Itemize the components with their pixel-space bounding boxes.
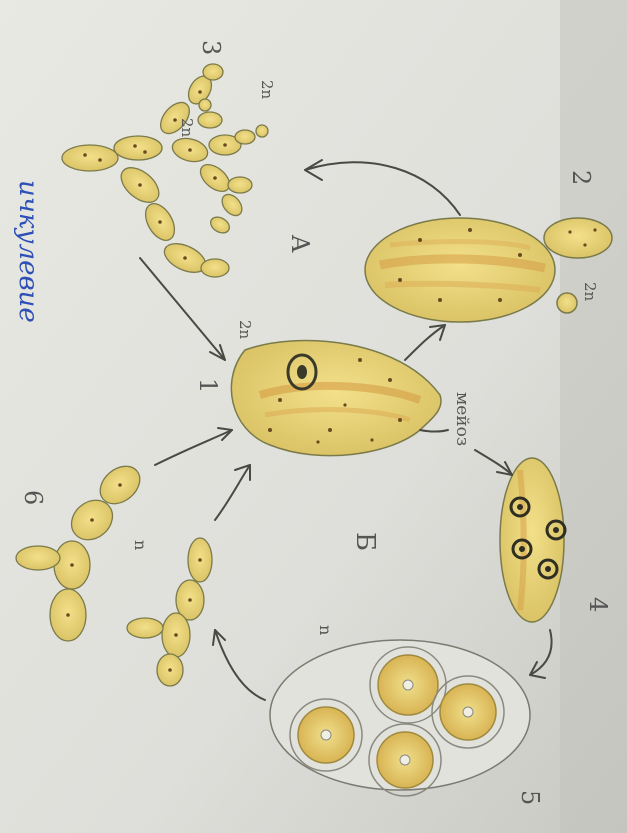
- bud-large: [544, 218, 612, 258]
- label-num-6: 6: [19, 490, 47, 505]
- label-num-2: 2: [567, 170, 595, 185]
- label-letter-a: A: [286, 234, 314, 253]
- label-2n-d: 2n: [178, 118, 196, 138]
- label-letter-b: Б: [350, 532, 380, 551]
- label-n-a: n: [131, 540, 150, 550]
- paper-shadow-edge: [560, 0, 627, 833]
- ink-handwriting: ичкулевие: [13, 180, 43, 323]
- ascus-4: [500, 458, 565, 622]
- label-num-4: 4: [584, 597, 612, 612]
- label-num-3: 3: [197, 40, 225, 55]
- label-meiosis: мейоз: [452, 392, 472, 446]
- label-2n-b: 2n: [236, 320, 254, 340]
- label-num-1: 1: [194, 378, 222, 393]
- label-num-5: 5: [516, 790, 544, 805]
- label-n-b: n: [316, 625, 335, 635]
- label-2n-c: 2n: [581, 282, 599, 302]
- label-2n-a: 2n: [258, 80, 276, 100]
- bud-small: [557, 293, 577, 313]
